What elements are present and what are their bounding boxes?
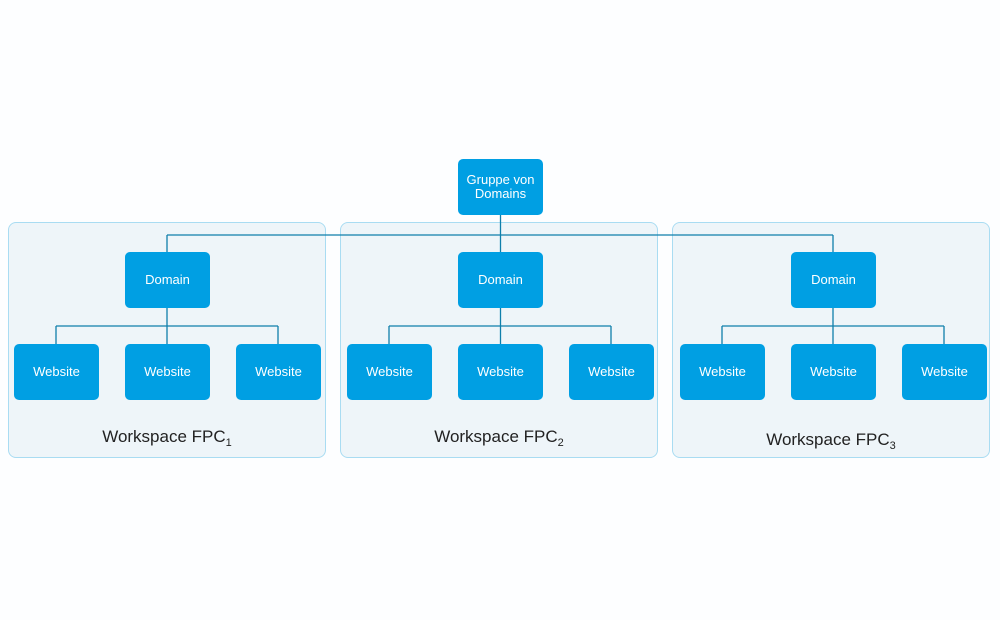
domain-node-1: Domain xyxy=(125,252,210,308)
website-node-3-3: Website xyxy=(902,344,987,400)
domain-node-2: Domain xyxy=(458,252,543,308)
domain-node-3: Domain xyxy=(791,252,876,308)
website-node-1-3: Website xyxy=(236,344,321,400)
workspace-fpc1-name: Workspace FPC xyxy=(102,427,226,446)
website-node-1-2: Website xyxy=(125,344,210,400)
website-node-2-1: Website xyxy=(347,344,432,400)
workspace-fpc2-name: Workspace FPC xyxy=(434,427,558,446)
website-node-1-1: Website xyxy=(14,344,99,400)
website-node-3-1: Website xyxy=(680,344,765,400)
workspace-fpc3-subscript: 3 xyxy=(889,440,896,452)
workspace-fpc3-name: Workspace FPC xyxy=(766,430,890,449)
domain-group-node: Gruppe von Domains xyxy=(458,159,543,215)
workspace-fpc2-label: Workspace FPC2 xyxy=(340,427,658,449)
website-node-2-3: Website xyxy=(569,344,654,400)
website-node-3-2: Website xyxy=(791,344,876,400)
website-node-2-2: Website xyxy=(458,344,543,400)
workspace-fpc1-label: Workspace FPC1 xyxy=(8,427,326,449)
workspace-fpc3-label: Workspace FPC3 xyxy=(672,430,990,452)
workspace-fpc1-subscript: 1 xyxy=(225,437,232,449)
workspace-fpc2-subscript: 2 xyxy=(557,437,564,449)
